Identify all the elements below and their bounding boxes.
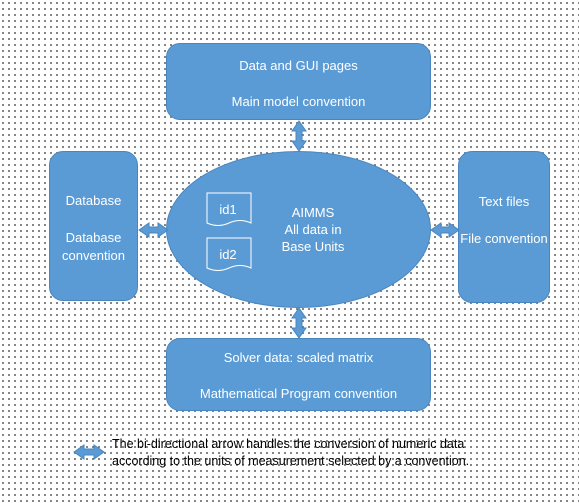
left-box-title: Database — [65, 193, 122, 208]
legend-line1: The bi-directional arrow handles the con… — [112, 437, 465, 451]
bottom-box-convention: Mathematical Program convention — [199, 386, 398, 401]
aimms-line2: All data in — [284, 222, 342, 237]
double-arrow-right-icon — [430, 222, 460, 238]
legend-description: The bi-directional arrow handles the con… — [112, 436, 562, 470]
bottom-box-title: Solver data: scaled matrix — [223, 350, 374, 365]
aimms-line3: Base Units — [281, 239, 345, 254]
document-label-id1: id1 — [219, 202, 237, 217]
aimms-label: AIMMS All data in Base Units — [265, 204, 361, 255]
solver-data-box: Solver data: scaled matrix Mathematical … — [166, 338, 431, 411]
database-box: Database Database convention — [49, 151, 138, 301]
aimms-title: AIMMS — [291, 205, 335, 220]
right-box-title: Text files — [478, 194, 530, 209]
double-arrow-bottom-icon — [291, 307, 307, 339]
right-box-convention: File convention — [460, 231, 548, 246]
document-icon-id2: id2 — [206, 237, 252, 275]
data-gui-pages-box: Data and GUI pages Main model convention — [166, 43, 431, 120]
left-box-convention: Database convention — [62, 230, 125, 263]
document-label-id2: id2 — [219, 247, 237, 262]
legend-line2: according to the units of measurement se… — [112, 454, 470, 468]
document-icon-id1: id1 — [206, 192, 252, 230]
top-box-title: Data and GUI pages — [239, 58, 358, 73]
double-arrow-top-icon — [291, 120, 307, 152]
text-files-box: Text files File convention — [458, 151, 550, 303]
double-arrow-left-icon — [138, 222, 169, 238]
legend-double-arrow-icon — [73, 444, 105, 460]
aimms-core-ellipse: AIMMS All data in Base Units — [166, 151, 431, 308]
top-box-convention: Main model convention — [231, 94, 366, 109]
